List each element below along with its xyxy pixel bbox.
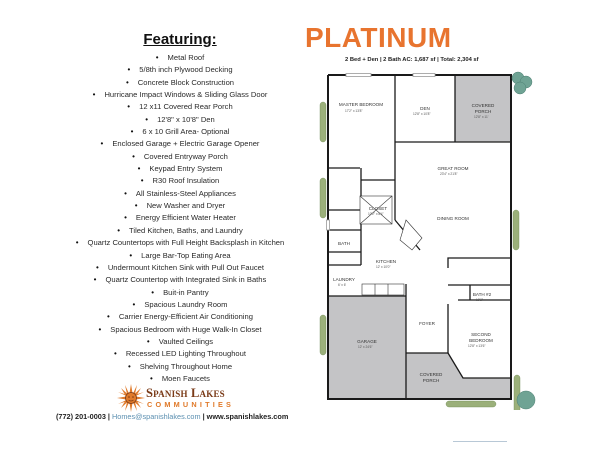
brand-subtitle: COMMUNITIES <box>147 400 235 409</box>
svg-text:GREAT ROOM: GREAT ROOM <box>438 166 469 171</box>
features-panel: Featuring: Metal Roof 5/8th inch Plywood… <box>0 0 330 463</box>
separator: | <box>105 412 113 421</box>
feature-item: Carrier Energy-Efficient Air Conditionin… <box>0 311 360 323</box>
brand-name: Spanish Lakes <box>146 386 225 400</box>
svg-text:BEDROOM: BEDROOM <box>469 338 493 343</box>
feature-item: Spacious Laundry Room <box>0 299 360 311</box>
room-great-room: 23'4" x 21'8" <box>440 172 458 176</box>
feature-item: R30 Roof Insulation <box>0 175 360 187</box>
front-porch-fill <box>406 353 511 399</box>
svg-text:CLOSET: CLOSET <box>369 206 388 211</box>
feature-item: Metal Roof <box>0 52 360 64</box>
svg-text:BATH: BATH <box>338 241 350 246</box>
svg-text:GARAGE: GARAGE <box>357 339 377 344</box>
sun-logo-icon <box>117 384 145 412</box>
feature-item: All Stainless-Steel Appliances <box>0 188 360 200</box>
svg-text:KITCHEN: KITCHEN <box>376 259 396 264</box>
room-garage: 12' x 24'6" <box>358 345 373 349</box>
feature-item: 12'8" x 10'8" Den <box>0 114 360 126</box>
room-rear-porch: 12'8" x 11' <box>474 115 489 119</box>
svg-text:DINING ROOM: DINING ROOM <box>437 216 469 221</box>
feature-item: Undermount Kitchen Sink with Pull Out Fa… <box>0 262 360 274</box>
feature-item: 12 x11 Covered Rear Porch <box>0 101 360 113</box>
contact-line: (772) 201-0003 | Homes@spanishlakes.com … <box>56 412 326 421</box>
feature-item: Moen Faucets <box>0 373 360 385</box>
svg-text:DEN: DEN <box>420 106 430 111</box>
svg-text:PORCH: PORCH <box>475 109 492 114</box>
website-link[interactable]: www.spanishlakes.com <box>206 412 289 421</box>
feature-item: Quartz Countertops with Full Height Back… <box>0 237 360 249</box>
decorative-line <box>453 441 507 442</box>
feature-item: Quartz Countertop with Integrated Sink i… <box>0 274 360 286</box>
svg-text:SECOND: SECOND <box>471 332 491 337</box>
features-list: Metal Roof 5/8th inch Plywood Decking Co… <box>0 52 360 385</box>
rear-porch-fill <box>455 75 511 142</box>
svg-text:MASTER BEDROOM: MASTER BEDROOM <box>339 102 383 107</box>
svg-text:COVERED: COVERED <box>420 372 443 377</box>
room-closet: 10'2" x 8'4" <box>368 212 384 216</box>
svg-text:LAUNDRY: LAUNDRY <box>333 277 355 282</box>
feature-item: Buit-in Pantry <box>0 287 360 299</box>
svg-text:COVERED: COVERED <box>472 103 495 108</box>
feature-item: Concrete Block Construction <box>0 77 360 89</box>
features-title: Featuring: <box>143 31 217 48</box>
garage-fill <box>328 296 406 399</box>
room-laundry: 6' x 6' <box>338 283 347 287</box>
email-link[interactable]: Homes@spanishlakes.com <box>112 412 201 421</box>
phone-number: (772) 201-0003 <box>56 412 106 421</box>
feature-item: Tiled Kitchen, Baths, and Laundry <box>0 225 360 237</box>
floor-plan-drawing: MASTER BEDROOM DEN COVERED PORCH GREAT R… <box>319 71 536 416</box>
feature-item: Recessed LED Lighting Throughout <box>0 348 360 360</box>
feature-item: Keypad Entry System <box>0 163 360 175</box>
feature-item: Hurricane Impact Windows & Sliding Glass… <box>0 89 360 101</box>
feature-item: Enclosed Garage + Electric Garage Opener <box>0 138 360 150</box>
tree-icon <box>511 71 536 410</box>
room-master-bedroom: 17'2" x 13'8" <box>345 109 363 113</box>
feature-item: 5/8th inch Plywood Decking <box>0 64 360 76</box>
feature-item: 6 x 10 Grill Area- Optional <box>0 126 360 138</box>
feature-item: Covered Entryway Porch <box>0 151 360 163</box>
room-bath2: 10'3" <box>476 298 484 302</box>
feature-item: Vaulted Ceilings <box>0 336 360 348</box>
floor-plan: MASTER BEDROOM DEN COVERED PORCH GREAT R… <box>300 70 600 416</box>
svg-text:FOYER: FOYER <box>419 321 436 326</box>
room-second-bedroom: 12'8" x 13'6" <box>468 344 486 348</box>
svg-text:PORCH: PORCH <box>423 378 440 383</box>
plan-summary: 2 Bed + Den | 2 Bath AC: 1,687 sf | Tota… <box>345 57 479 63</box>
plan-title: PLATINUM <box>305 22 452 53</box>
feature-item: Spacious Bedroom with Huge Walk-In Close… <box>0 324 360 336</box>
feature-item: Energy Efficient Water Heater <box>0 212 360 224</box>
svg-text:BATH #2: BATH #2 <box>473 292 492 297</box>
room-den: 12'8" x 10'8" <box>413 112 431 116</box>
separator: | <box>200 412 207 421</box>
feature-item: Shelving Throughout Home <box>0 361 360 373</box>
brand-logo: Spanish Lakes COMMUNITIES <box>116 384 246 412</box>
room-kitchen: 12' x 10'0" <box>376 265 391 269</box>
feature-item: New Washer and Dryer <box>0 200 360 212</box>
feature-item: Large Bar-Top Eating Area <box>0 250 360 262</box>
